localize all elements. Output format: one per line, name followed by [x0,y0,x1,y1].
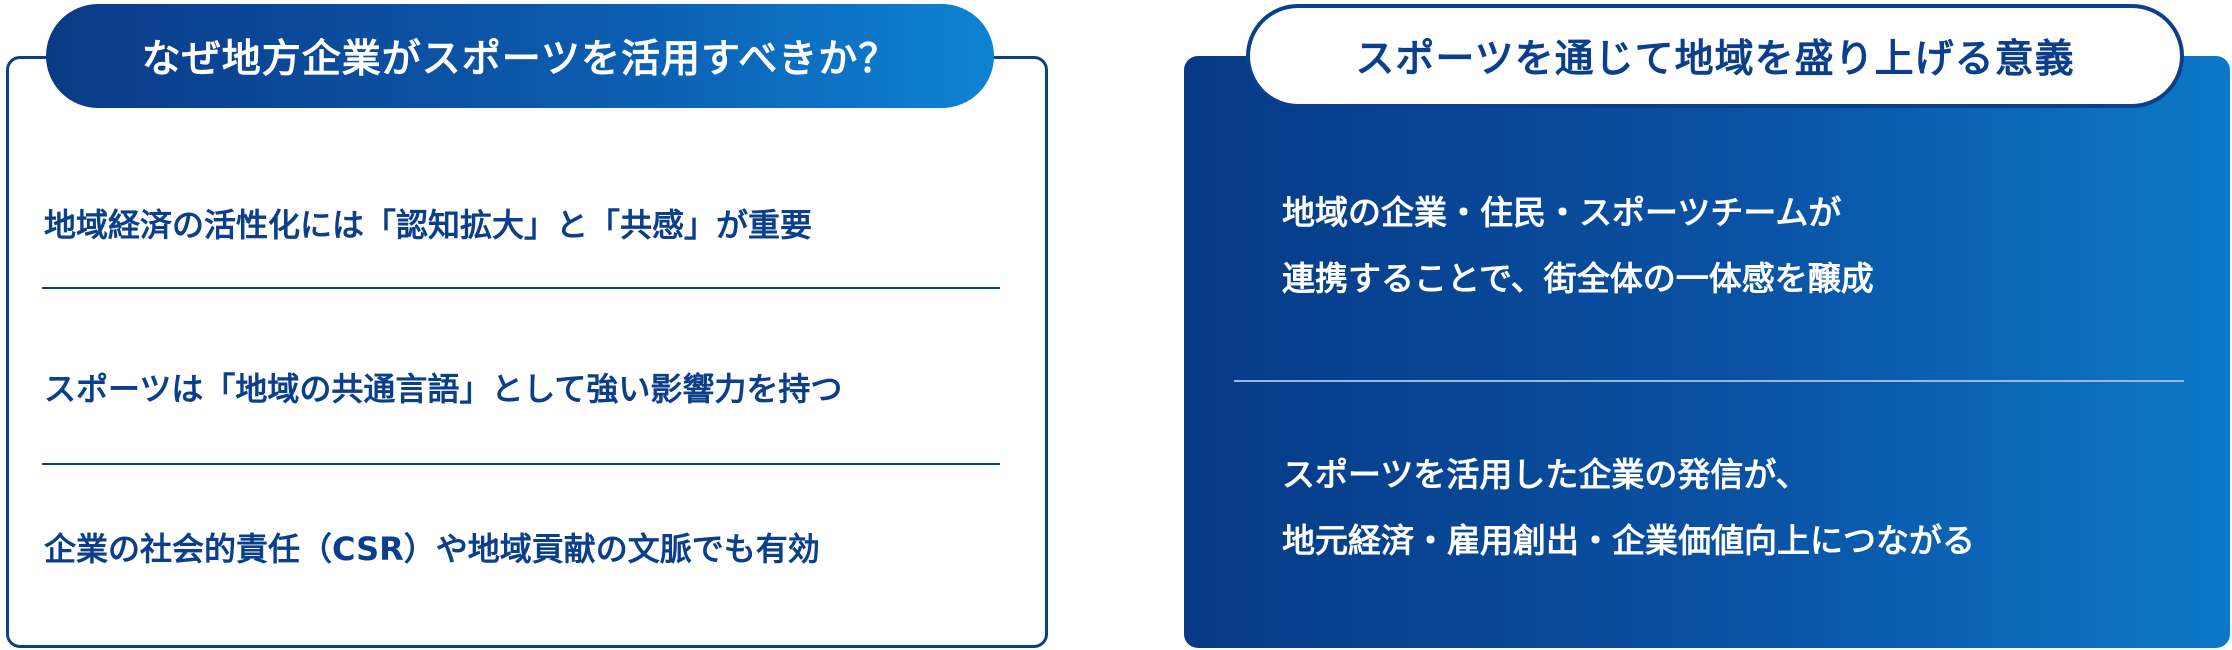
significance-title: スポーツを通じて地域を盛り上げる意義 [1246,4,2184,108]
significance-item-1-line-2: 連携することで、街全体の一体感を醸成 [1282,259,1874,298]
divider [42,463,1000,465]
why-sports-panel [6,56,1048,648]
significance-item-1: 地域の企業・住民・スポーツチームが 連携することで、街全体の一体感を醸成 [1282,180,2182,312]
divider [42,287,1000,289]
reason-item-3: 企業の社会的責任（CSR）や地域貢献の文脈でも有効 [44,530,820,568]
why-sports-title: なぜ地方企業がスポーツを活用すべきか？ [46,4,994,108]
reason-item-1: 地域経済の活性化には「認知拡大」と「共感」が重要 [44,206,813,244]
significance-item-2: スポーツを活用した企業の発信が、 地元経済・雇用創出・企業価値向上につながる [1282,442,2182,574]
significance-item-2-line-2: 地元経済・雇用創出・企業価値向上につながる [1282,521,1975,560]
divider [1234,380,2184,382]
reason-item-2: スポーツは「地域の共通言語」として強い影響力を持つ [44,370,843,408]
significance-item-1-line-1: 地域の企業・住民・スポーツチームが [1282,193,1842,232]
significance-panel [1184,56,2230,648]
significance-item-2-line-1: スポーツを活用した企業の発信が、 [1282,455,1809,494]
